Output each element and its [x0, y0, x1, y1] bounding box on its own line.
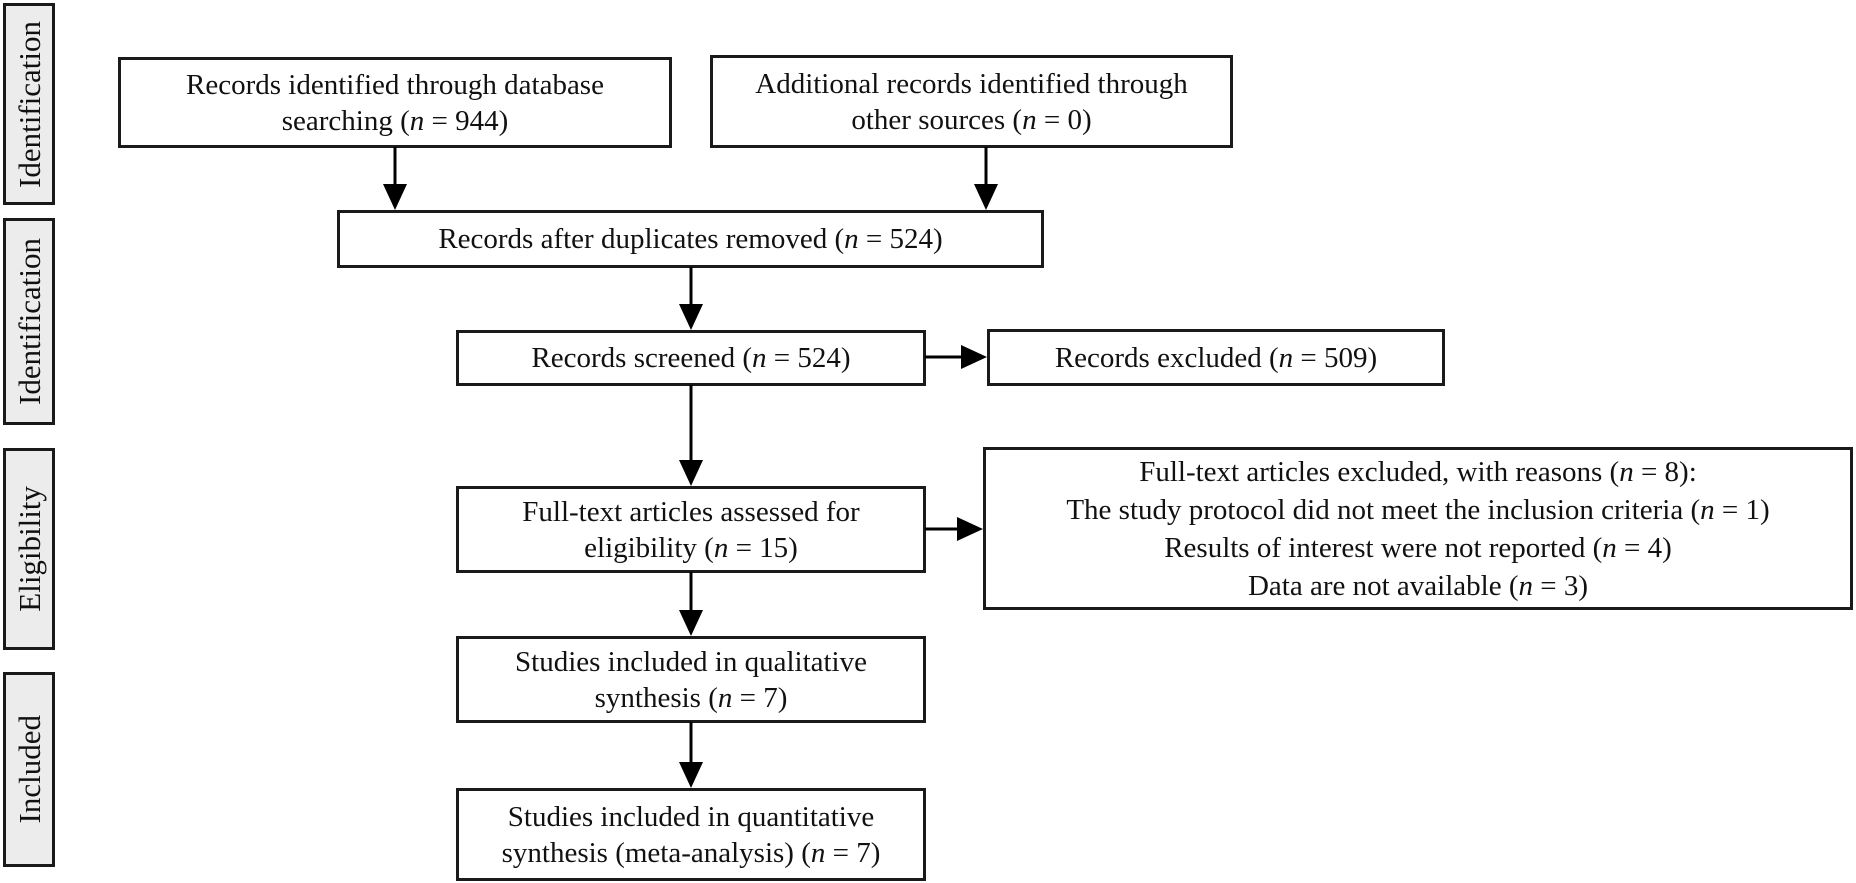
arrow-right-head [957, 517, 983, 541]
arrow-down-head [679, 610, 703, 636]
box-qualitative-synthesis: Studies included in qualitative synthesi… [456, 636, 926, 723]
box-records-excluded-text: Records excluded (n = 509) [1054, 341, 1378, 374]
box-fulltext-excluded: Full-text articles excluded, with reason… [983, 447, 1853, 610]
arrow-fulltext-to-excluded [925, 517, 983, 541]
arrow-screened-to-excluded [925, 345, 987, 369]
stage-label-included: Included [11, 715, 47, 824]
arrow-additional-to-duplicates [974, 147, 998, 210]
box-qualitative-text: Studies included in qualitative synthesi… [515, 645, 867, 714]
arrow-stem [925, 527, 961, 531]
box-after-duplicates-removed: Records after duplicates removed (n = 52… [337, 210, 1044, 268]
box-fulltext-assessed: Full-text articles assessed for eligibil… [456, 486, 926, 573]
box-quantitative-text: Studies included in quantitative synthes… [501, 800, 881, 869]
arrow-stem [984, 147, 988, 186]
arrow-stem [689, 267, 693, 306]
arrow-right-head [961, 345, 987, 369]
arrow-down-head [679, 460, 703, 486]
box-records-screened-text: Records screened (n = 524) [531, 342, 851, 374]
arrow-stem [393, 147, 397, 186]
box-additional-records: Additional records identified through ot… [710, 55, 1233, 148]
box-records-screened: Records screened (n = 524) [456, 330, 926, 386]
fulltext-excluded-line-2: The study protocol did not meet the incl… [1066, 493, 1770, 526]
arrow-down-head [383, 184, 407, 210]
stage-box-identification-2: Identification [3, 218, 55, 425]
arrow-stem [689, 722, 693, 764]
arrow-fulltext-to-qualitative [679, 572, 703, 636]
stage-box-included: Included [3, 672, 55, 867]
fulltext-excluded-line-1: Full-text articles excluded, with reason… [1139, 455, 1697, 488]
stage-box-eligibility: Eligibility [3, 448, 55, 650]
box-fulltext-assessed-text: Full-text articles assessed for eligibil… [522, 495, 860, 564]
box-additional-records-text: Additional records identified through ot… [755, 67, 1188, 136]
arrow-duplicates-to-screened [679, 267, 703, 330]
stage-label-eligibility: Eligibility [11, 486, 47, 612]
arrow-stem [689, 385, 693, 462]
fulltext-excluded-line-3: Results of interest were not reported (n… [1164, 531, 1672, 564]
box-quantitative-synthesis: Studies included in quantitative synthes… [456, 788, 926, 881]
stage-box-identification-1: Identification [3, 3, 55, 205]
arrow-database-to-duplicates [383, 147, 407, 210]
arrow-screened-to-fulltext [679, 385, 703, 486]
arrow-qualitative-to-quantitative [679, 722, 703, 788]
arrow-down-head [974, 184, 998, 210]
arrow-down-head [679, 762, 703, 788]
box-records-excluded: Records excluded (n = 509) [987, 329, 1445, 386]
box-records-identified: Records identified through database sear… [118, 57, 672, 148]
fulltext-excluded-line-4: Data are not available (n = 3) [1247, 569, 1589, 602]
stage-label-identification-1: Identification [11, 20, 47, 188]
stage-label-identification-2: Identification [11, 238, 47, 405]
box-records-identified-text: Records identified through database sear… [186, 68, 604, 137]
arrow-down-head [679, 304, 703, 330]
arrow-stem [925, 355, 965, 359]
box-after-duplicates-text: Records after duplicates removed (n = 52… [438, 223, 943, 255]
arrow-stem [689, 572, 693, 612]
